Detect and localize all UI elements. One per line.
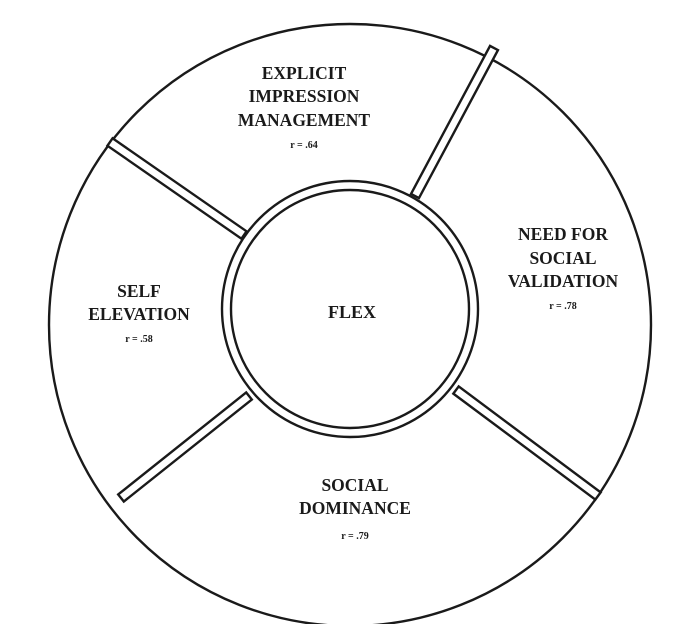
segment-label-line: SOCIAL [529,248,596,268]
segment-explicit-impression-management: EXPLICIT IMPRESSION MANAGEMENT r = .64 [238,63,371,151]
segment-label-line: SELF [117,281,161,301]
segment-social-dominance: SOCIAL DOMINANCE r = .79 [299,475,411,542]
segment-label-line: NEED FOR [518,224,608,244]
segment-label-line: DOMINANCE [299,498,411,518]
segment-label-line: ELEVATION [88,304,190,324]
outer-ring [47,22,653,624]
segment-label-line: SOCIAL [321,475,388,495]
segment-label-line: EXPLICIT [262,63,347,83]
divider-top-right [409,44,500,200]
divider-bottom-left [116,390,254,504]
center-label: FLEX [328,302,376,322]
segment-correlation: r = .79 [341,531,368,542]
segment-label-line: IMPRESSION [249,86,360,106]
divider-bottom-right [451,384,603,502]
segment-label-line: MANAGEMENT [238,110,371,130]
segment-self-elevation: SELF ELEVATION r = .58 [88,281,190,345]
segment-label-line: VALIDATION [508,271,619,291]
segment-correlation: r = .64 [290,140,317,151]
divider-top-left [105,136,249,241]
inner-ring-inner [229,188,471,430]
segment-dividers [105,44,603,504]
inner-ring-outer [220,179,480,439]
segment-correlation: r = .58 [125,334,152,345]
segment-correlation: r = .78 [549,301,576,312]
segment-need-for-social-validation: NEED FOR SOCIAL VALIDATION r = .78 [508,224,619,312]
